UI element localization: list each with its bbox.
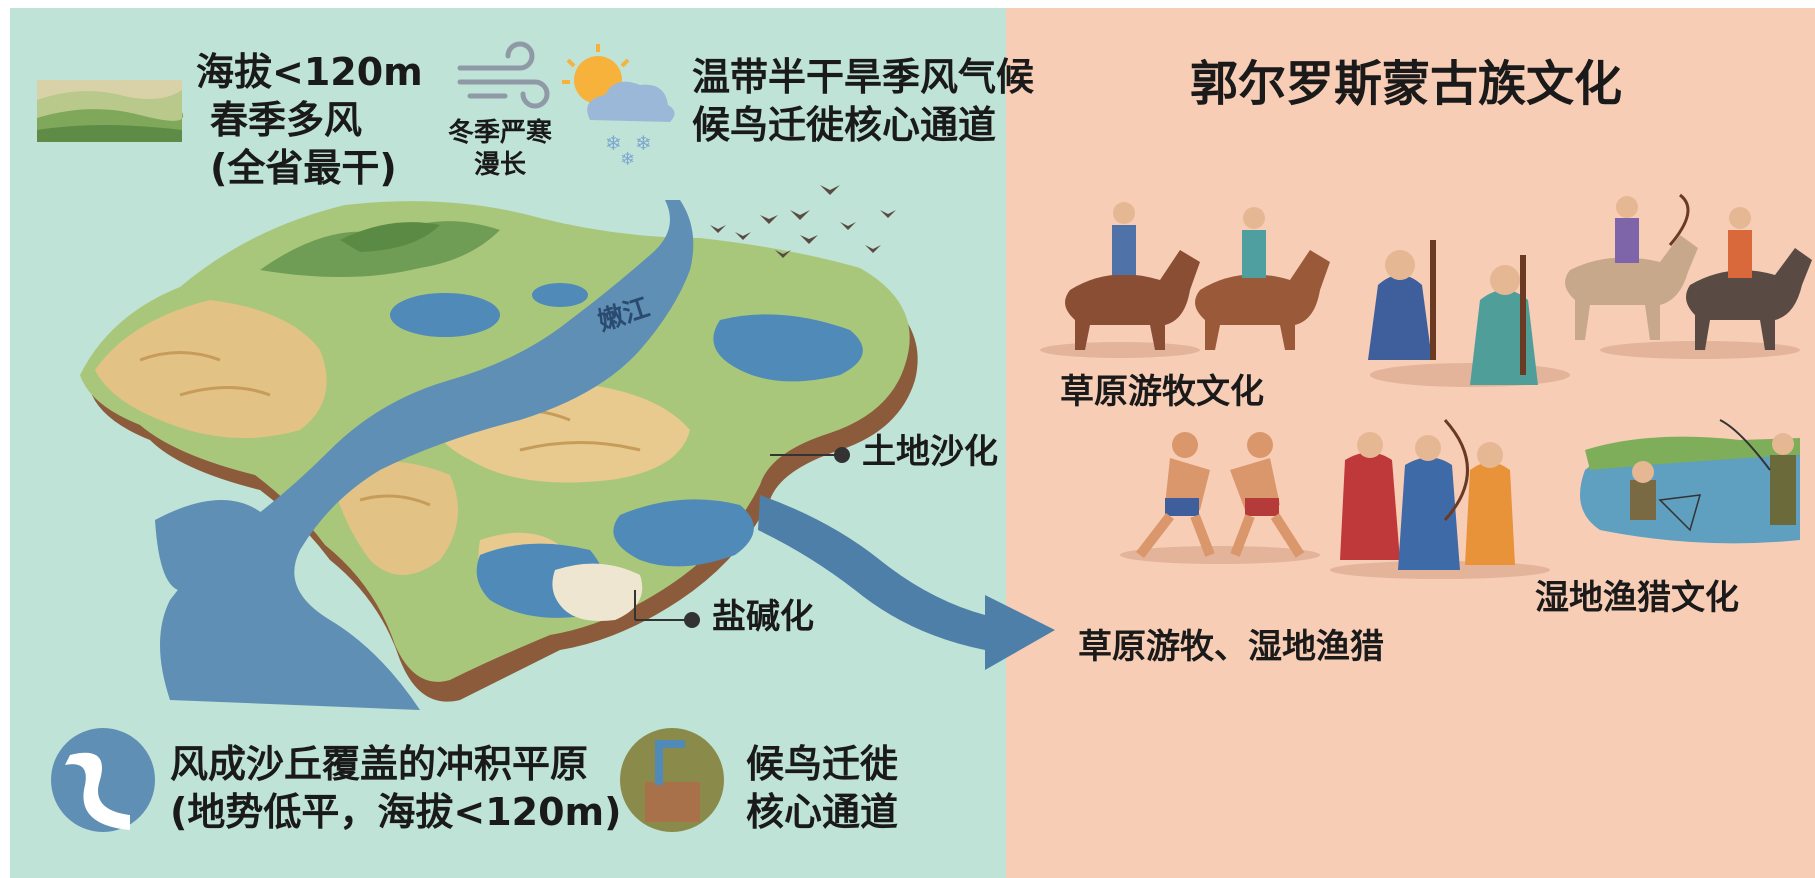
culture-title: 郭尔罗斯蒙古族文化 bbox=[1190, 56, 1623, 112]
svg-text:❄: ❄ bbox=[620, 149, 635, 170]
musicians-figure bbox=[1368, 240, 1570, 387]
winter-text-1: 冬季严寒 bbox=[447, 118, 552, 148]
migration-legend-line1: 候鸟迁徙 bbox=[746, 742, 899, 786]
salinization-label: 盐碱化 bbox=[712, 597, 814, 637]
altitude-text: 海拔<120m bbox=[196, 50, 423, 94]
spring-wind-text: 春季多风 bbox=[210, 98, 363, 142]
horse-rider-figure bbox=[1040, 202, 1330, 358]
plain-legend-line1: 风成沙丘覆盖的冲积平原 bbox=[170, 742, 589, 786]
river-legend-icon bbox=[51, 728, 155, 832]
migration-legend-line2: 核心通道 bbox=[746, 790, 899, 834]
wrestlers-figure bbox=[1120, 432, 1320, 564]
driest-text: (全省最干) bbox=[210, 146, 397, 190]
desertification-label: 土地沙化 bbox=[862, 432, 998, 472]
svg-text:❄: ❄ bbox=[605, 131, 622, 155]
svg-text:❄: ❄ bbox=[635, 131, 652, 155]
sun-cloud-icon: ❄ ❄ ❄ bbox=[562, 44, 675, 170]
bird-corridor-text: 候鸟迁徙核心通道 bbox=[692, 103, 997, 147]
climate-type-text: 温带半干旱季风气候 bbox=[692, 55, 1035, 99]
standing-archers-figure bbox=[1330, 418, 1550, 579]
plain-legend-line2: (地势低平，海拔<120m) bbox=[170, 790, 622, 834]
fishing-scene-figure bbox=[1580, 419, 1800, 544]
nomadic-culture-label: 草原游牧文化 bbox=[1060, 372, 1264, 412]
winter-text-2: 漫长 bbox=[473, 150, 526, 180]
well-icon bbox=[620, 728, 724, 832]
birds-icon bbox=[710, 185, 896, 258]
terrain-icon bbox=[37, 80, 184, 142]
livelihood-label: 草原游牧、湿地渔猎 bbox=[1078, 627, 1384, 667]
archer-riders-figure bbox=[1565, 193, 1812, 359]
wind-icon bbox=[457, 41, 550, 109]
fishing-culture-label: 湿地渔猎文化 bbox=[1535, 578, 1739, 618]
